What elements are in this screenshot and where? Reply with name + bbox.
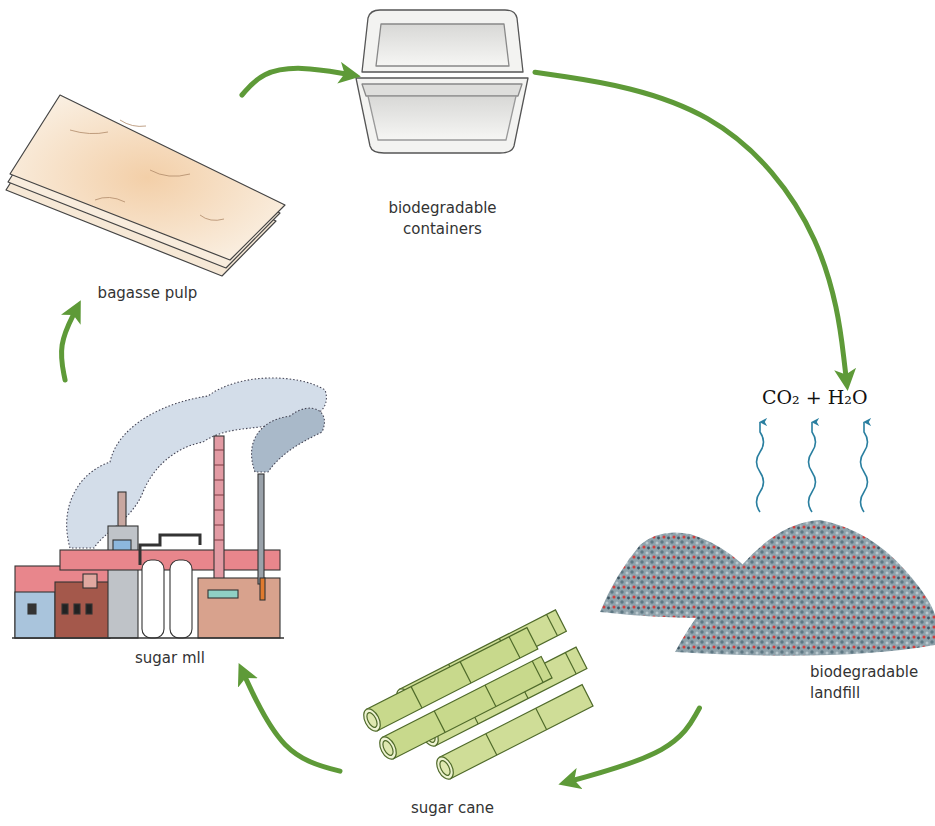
illustrated-node: sugar cane	[340, 650, 569, 823]
cycle-arrow	[242, 68, 350, 95]
node-label: sugar cane	[340, 798, 565, 819]
node-label: sugar mll	[10, 648, 330, 669]
node-label: biodegradable landfill	[810, 662, 928, 704]
cycle-arrow	[62, 310, 76, 380]
illustrated-node: biodegradable containers	[350, 5, 535, 245]
node-label: bagasse pulp	[5, 283, 290, 304]
gas-arrows	[757, 422, 868, 512]
cycle-arrow	[243, 673, 340, 771]
sugar-mill-drawing	[12, 378, 326, 638]
node-label: biodegradable containers	[375, 198, 510, 240]
cycle-arrow	[569, 708, 699, 781]
pulp-sheets	[6, 95, 285, 276]
illustrated-node: biodegradable landfill	[595, 380, 932, 708]
sugar-cane-stalks	[360, 610, 593, 782]
gas-formula: CO₂ + H₂O	[762, 386, 868, 408]
cycle-arrow	[535, 72, 846, 380]
illustrated-node: bagasse pulp	[5, 95, 294, 310]
landfill-piles	[600, 520, 935, 656]
container-drawing	[356, 10, 528, 153]
illustrated-node: sugar mll	[10, 380, 334, 673]
